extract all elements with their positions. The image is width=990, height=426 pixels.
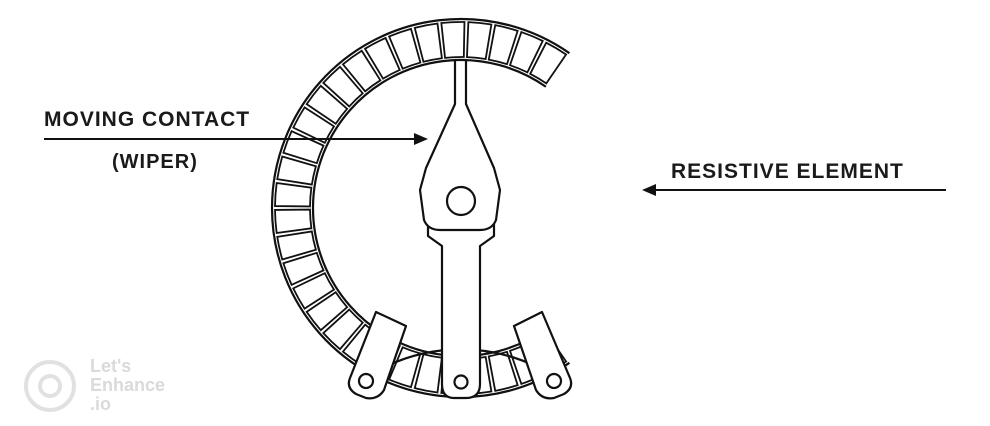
ring-segment [305,84,349,125]
ring-segment [322,65,365,108]
ring-segment [276,230,318,261]
label-wiper: (WIPER) [112,151,198,173]
ring-segment [387,27,422,70]
ring-segment [487,350,519,392]
ring-segment [528,41,568,85]
ring-segment [274,208,313,235]
ring-segment [508,30,544,74]
wiper-leader [44,133,428,145]
label-resistive-element: RESISTIVE ELEMENT [671,160,904,183]
watermark-line2: Enhance [90,375,165,395]
wiper [418,58,502,400]
ring-segment [341,49,382,93]
watermark-logo-icon [24,360,76,412]
ring-segment [276,155,318,186]
ring-segment [413,22,443,63]
ring-segment [440,21,466,59]
ring-segment [274,181,313,208]
ring-segment [322,308,365,351]
right-terminal [512,310,573,400]
resistive-element-ring [274,21,568,395]
left-terminal [347,310,408,400]
ring-segment [363,36,401,80]
ring-segment [305,291,349,332]
label-moving-contact: MOVING CONTACT [44,108,250,131]
ring-segment [487,24,519,66]
wiper-arrowhead [414,133,428,145]
ring-segment [292,272,336,310]
element-arrowhead [642,184,656,196]
ring-segment [292,106,336,144]
watermark-line1: Let's [90,356,131,376]
ring-segment [466,21,493,61]
element-leader [642,184,946,196]
watermark-line3: .io [90,394,111,414]
watermark: Let's Enhance .io [24,356,165,414]
ring-segment [282,251,325,287]
